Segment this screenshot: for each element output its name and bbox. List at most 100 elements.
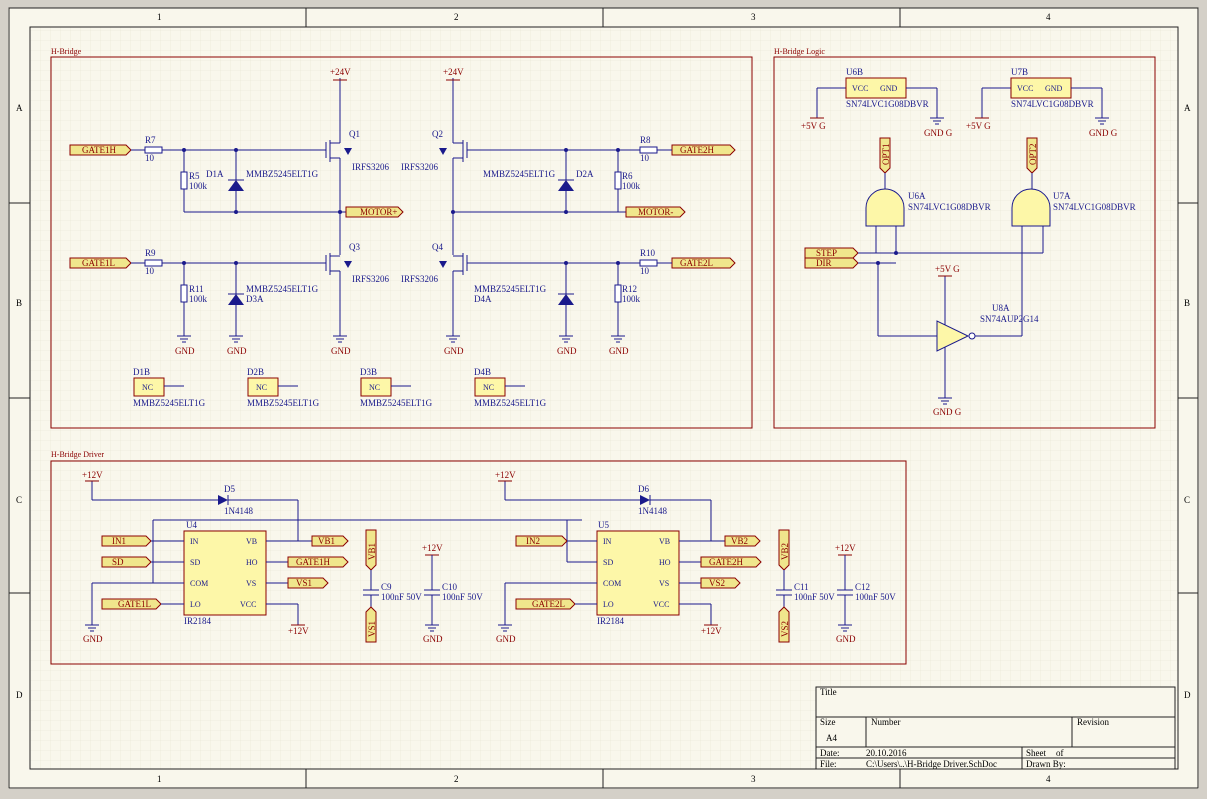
ic-ref: U7A: [1053, 191, 1071, 201]
cap-value: 100nF 50V: [794, 592, 835, 602]
port-motor-plus[interactable]: [345, 206, 404, 218]
port-label: VB2: [731, 536, 748, 546]
power-label: +12V: [701, 626, 722, 636]
port-label: STEP: [816, 248, 837, 258]
pin-label: VS: [246, 579, 256, 588]
port-vs2[interactable]: [700, 577, 741, 589]
pin-label: VS: [659, 579, 669, 588]
port-label: GATE1H: [82, 145, 116, 155]
sheet-frame: [8, 7, 1199, 789]
port-label: VB1: [367, 543, 377, 560]
size-label: Size: [820, 717, 836, 727]
pin-label: SD: [190, 558, 200, 567]
port-motor-minus[interactable]: [625, 206, 686, 218]
nc-label: NC: [483, 383, 494, 392]
hbridge-section: [50, 56, 753, 429]
port-dir[interactable]: [804, 257, 859, 269]
pin-label: VCC: [1017, 84, 1033, 93]
pin-label: GND: [1045, 84, 1063, 93]
u4-body: [183, 530, 267, 616]
port-in2[interactable]: [515, 535, 568, 547]
row-label: A: [16, 103, 23, 113]
port-vs2-cap[interactable]: [778, 606, 790, 643]
port-step[interactable]: [804, 247, 859, 259]
power-label: +5V G: [801, 121, 826, 131]
pin-label: HO: [659, 558, 671, 567]
diode-part: MMBZ5245ELT1G: [133, 398, 206, 408]
port-label: SD: [112, 557, 124, 567]
port-label: GATE2L: [532, 599, 565, 609]
pin-label: LO: [190, 600, 201, 609]
resistor-value: 100k: [622, 181, 641, 191]
port-gate2l[interactable]: [671, 257, 736, 269]
port-vb2[interactable]: [724, 535, 761, 547]
power-label: +24V: [330, 67, 351, 77]
port-sd[interactable]: [101, 556, 152, 568]
diode-ref: D2B: [247, 367, 264, 377]
power-label: +12V: [82, 470, 103, 480]
power-label: GND G: [1089, 128, 1118, 138]
port-vs1-cap[interactable]: [365, 606, 377, 643]
port-vb1-cap[interactable]: [365, 529, 377, 571]
cap-ref: C11: [794, 582, 809, 592]
hbridge-circuit: +24V +24V GATE1H R7 10 R5 100k D1A MMBZ5…: [69, 67, 736, 408]
port-vs1[interactable]: [287, 577, 329, 589]
power-label: +12V: [495, 470, 516, 480]
port-label: VS1: [296, 578, 312, 588]
sheet-label: Sheet: [1026, 748, 1046, 758]
port-gate1h-drv[interactable]: [287, 556, 349, 568]
nc-label: NC: [256, 383, 267, 392]
pin-label: GND: [880, 84, 898, 93]
mosfet-ref: Q4: [432, 242, 443, 252]
port-vb2-cap[interactable]: [778, 529, 790, 571]
diode-part: MMBZ5245ELT1G: [247, 398, 320, 408]
port-label: VS2: [709, 578, 725, 588]
logic-section: [773, 56, 1156, 429]
port-gate2h-drv[interactable]: [700, 556, 762, 568]
diode-ref: D1A: [206, 169, 224, 179]
frame-labels: 1 2 3 4 1 2 3 4 A B C D A B C D: [16, 12, 1191, 784]
port-label: VB1: [318, 536, 335, 546]
col-label: 3: [751, 12, 756, 22]
diode-ref: D3A: [246, 294, 264, 304]
port-vb1[interactable]: [311, 535, 349, 547]
diode-part: MMBZ5245ELT1G: [246, 284, 319, 294]
pin-label: VB: [659, 537, 670, 546]
power-label: GND: [557, 346, 577, 356]
port-opt2[interactable]: [1026, 137, 1038, 174]
pin-label: SD: [603, 558, 613, 567]
diode-part: MMBZ5245ELT1G: [360, 398, 433, 408]
port-label: VB2: [780, 543, 790, 560]
port-in1[interactable]: [101, 535, 152, 547]
port-gate1l[interactable]: [69, 257, 132, 269]
mosfet-ref: Q3: [349, 242, 360, 252]
diode-part: 1N4148: [638, 506, 667, 516]
diode-part: MMBZ5245ELT1G: [483, 169, 556, 179]
port-gate1l-drv[interactable]: [101, 598, 162, 610]
pin-label: IN: [190, 537, 199, 546]
power-label: GND: [444, 346, 464, 356]
resistor-value: 10: [640, 153, 650, 163]
ic-ref: U7B: [1011, 67, 1028, 77]
ic-ref: U4: [186, 520, 197, 530]
port-gate2l-drv[interactable]: [515, 598, 576, 610]
nc-box: [360, 377, 392, 397]
col-label: 1: [157, 12, 162, 22]
row-label: B: [16, 298, 22, 308]
pin-label: VCC: [653, 600, 669, 609]
resistor-ref: R11: [189, 284, 204, 294]
ic-part: SN74LVC1G08DBVR: [846, 99, 929, 109]
cap-ref: C12: [855, 582, 870, 592]
power-label: GND G: [924, 128, 953, 138]
power-label: GND: [175, 346, 195, 356]
cap-ref: C9: [381, 582, 392, 592]
resistor-ref: R10: [640, 248, 656, 258]
port-opt1[interactable]: [879, 137, 891, 174]
pin-label: VCC: [240, 600, 256, 609]
file-value: C:\Users\..\H-Bridge Driver.SchDoc: [866, 759, 997, 769]
port-gate2h[interactable]: [671, 144, 736, 156]
cap-value: 100nF 50V: [855, 592, 896, 602]
port-gate1h[interactable]: [69, 144, 132, 156]
title-block: Title Size A4 Number Revision Date: 20.1…: [815, 686, 1176, 770]
power-label: +12V: [288, 626, 309, 636]
